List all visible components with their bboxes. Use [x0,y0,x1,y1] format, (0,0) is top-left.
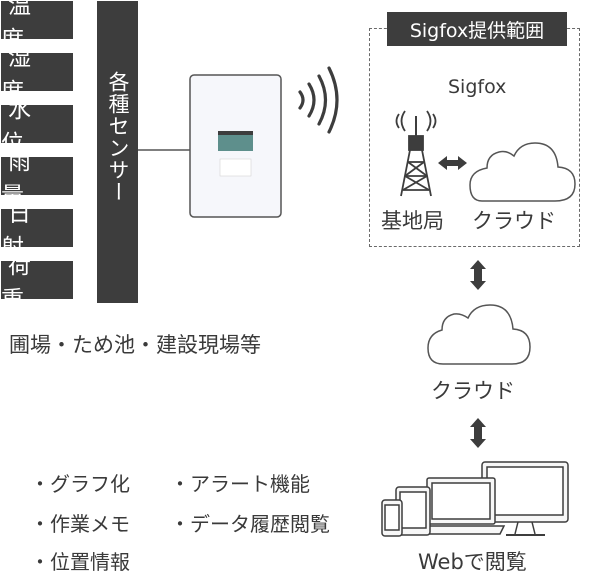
sites-label: 圃場・ため池・建設現場等 [9,333,261,357]
feature-alert: ・アラート機能 [170,472,310,496]
base-station-label: 基地局 [381,209,444,233]
sensor-column-label: 各種センサー [106,71,130,203]
base-station-tower-icon [395,110,437,197]
sensor-column: 各種センサー [97,1,138,303]
devices-icon [381,461,569,537]
feature-location: ・位置情報 [30,550,130,574]
feature-memo: ・作業メモ [30,512,130,536]
web-label: Webで閲覧 [418,550,527,574]
cloud-outer-icon [427,304,531,365]
cloud-inner-label: クラウド [472,209,556,233]
radio-waves-icon [298,66,339,134]
vertical-arrow-icon-2 [470,418,486,448]
device-icon [189,74,282,218]
vertical-arrow-icon-1 [470,260,486,290]
region-title: Sigfox提供範囲 [387,12,567,46]
cloud-inner-icon [469,142,576,202]
feature-graph: ・グラフ化 [30,472,130,496]
feature-history: ・データ履歴閲覧 [170,512,330,536]
bidirectional-arrow-icon [438,156,467,170]
cloud-outer-label: クラウド [431,379,515,403]
sigfox-label: Sigfox [448,76,507,98]
